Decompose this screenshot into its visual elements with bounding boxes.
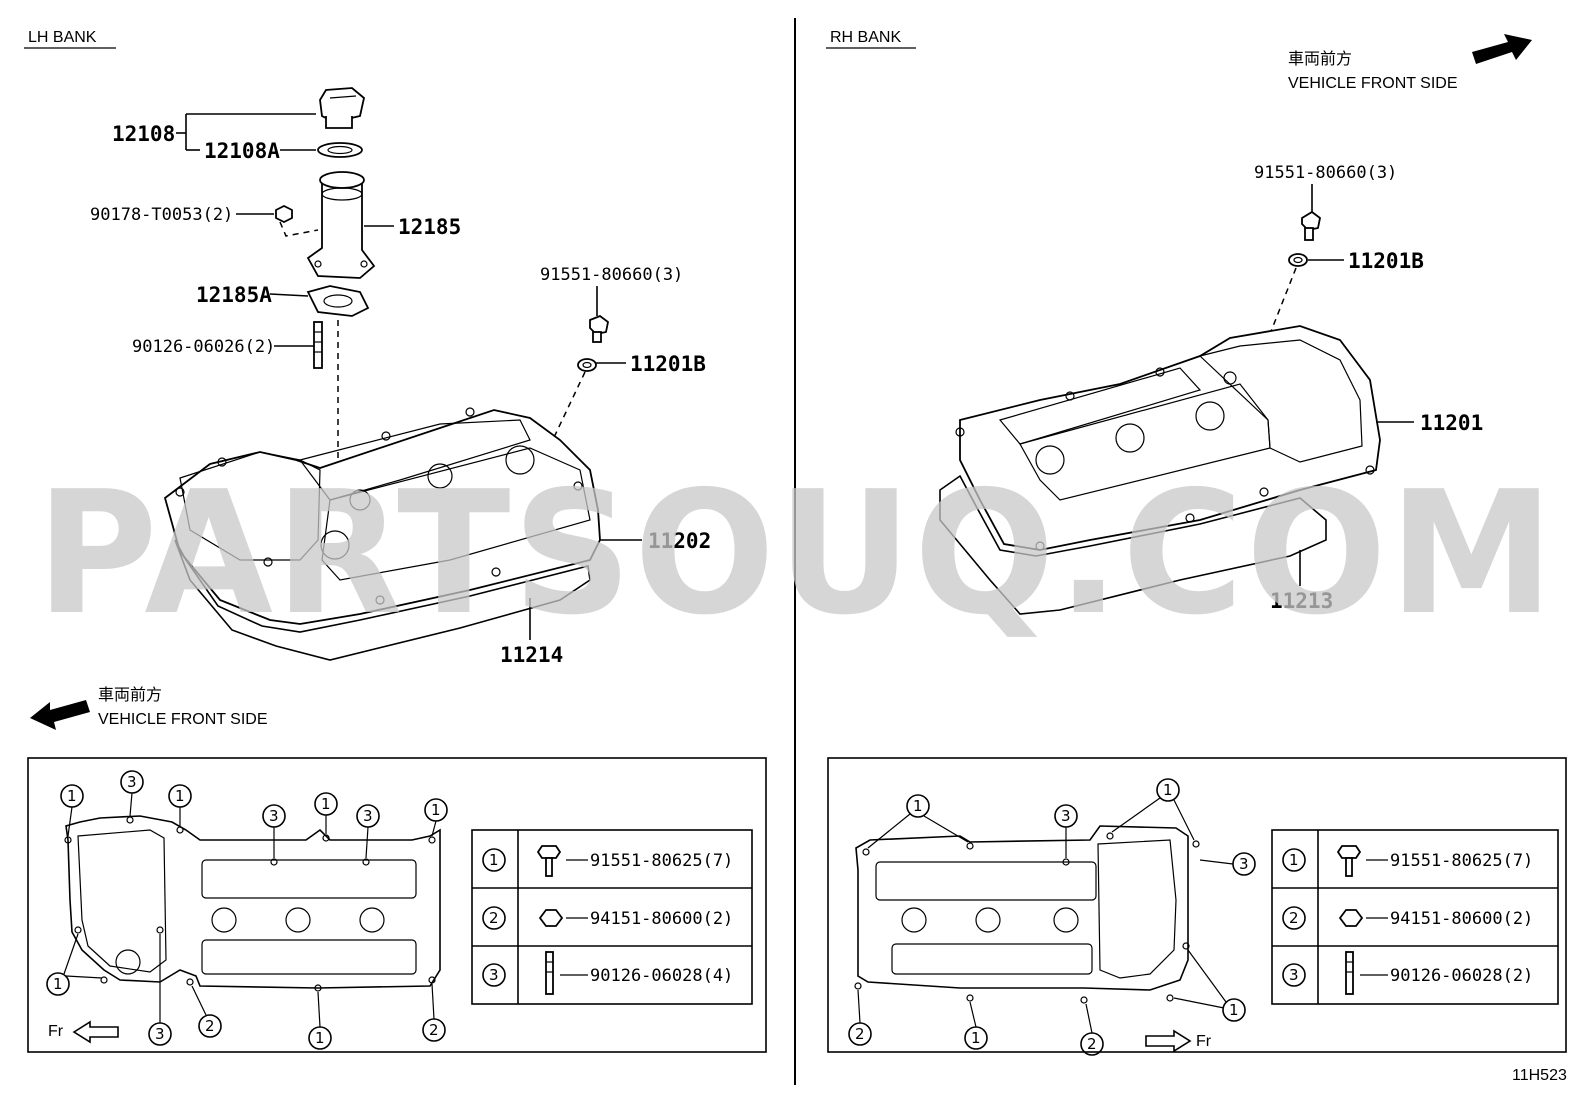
svg-text:1: 1 [971,1029,981,1047]
rh-callout-11201b: 11201B [1348,249,1424,273]
bolt-icon[interactable] [589,314,609,343]
rh-legend-part-2: 94151-80600(2) [1390,909,1533,929]
rh-legend-part-1: 91551-80625(7) [1390,851,1533,871]
rh-bank-title: RH BANK [830,29,901,46]
svg-text:1: 1 [1229,1001,1239,1019]
lh-bolt-layout-box [27,757,767,1053]
svg-text:3: 3 [1239,855,1249,873]
rh-gasket-plan-view [854,825,1200,1004]
svg-text:2: 2 [1087,1035,1097,1053]
rh-cylinder-head-cover[interactable] [955,325,1381,551]
svg-text:1: 1 [67,787,77,805]
lh-legend-num-1: 1 [489,851,499,869]
lh-legend-num-2: 2 [489,909,499,927]
svg-text:1: 1 [321,795,331,813]
lh-circled-numbers: 1 3 1 3 1 3 1 1 3 2 1 2 [46,770,448,1050]
oil-filler-cap-icon[interactable] [319,87,365,129]
lh-legend-table: 1 2 3 91551-80625(7) 94151-80600(2) 9012… [471,829,753,1005]
stud-bolt-icon [1345,951,1354,995]
svg-text:1: 1 [53,975,63,993]
flange-bolt-icon [536,845,562,877]
rh-front-label-en: VEHICLE FRONT SIDE [1288,75,1458,92]
svg-text:1: 1 [175,787,185,805]
lh-legend-part-2: 94151-80600(2) [590,909,733,929]
lh-bank-section: LH BANK [24,29,767,1053]
callout-90178: 90178-T0053(2) [90,205,233,225]
callout-90126-06026: 90126-06026(2) [132,337,275,357]
nut-icon[interactable] [275,204,293,224]
callout-11214: 11214 [500,643,563,667]
callout-11201b: 11201B [630,352,706,376]
rh-legend-part-3: 90126-06028(2) [1390,966,1533,986]
callout-12185a: 12185A [196,283,272,307]
oil-filler-pipe-icon[interactable] [306,171,376,279]
washer-icon[interactable] [1288,253,1308,267]
svg-text:1: 1 [431,801,441,819]
rh-legend-table: 1 2 3 91551-80625(7) 94151-80600(2) 9012… [1271,829,1559,1005]
lh-legend-part-3: 90126-06028(4) [590,966,733,986]
rh-head-cover-gasket[interactable] [939,474,1327,615]
lh-front-label-en: VEHICLE FRONT SIDE [98,711,268,728]
lh-head-cover-gasket[interactable] [174,539,591,661]
rh-bolt-layout-box [827,757,1567,1053]
svg-text:2: 2 [429,1021,439,1039]
svg-text:1: 1 [913,797,923,815]
cap-gasket-icon[interactable] [317,142,363,158]
lh-bank-title: LH BANK [28,29,97,46]
rh-legend-num-3: 3 [1289,966,1299,984]
stud-bolt-icon [545,951,554,995]
rh-callout-91551-80660: 91551-80660(3) [1254,163,1397,183]
flange-bolt-icon [1336,845,1362,877]
callout-12185: 12185 [398,215,461,239]
rh-callout-11201: 11201 [1420,411,1483,435]
callout-91551-80660: 91551-80660(3) [540,265,683,285]
svg-text:1: 1 [1163,781,1173,799]
svg-text:3: 3 [155,1025,165,1043]
svg-text:3: 3 [363,807,373,825]
lh-cylinder-head-cover[interactable] [163,407,601,625]
callout-12108: 12108 [112,122,175,146]
rh-fr-label: Fr [1196,1033,1212,1050]
svg-text:3: 3 [127,773,137,791]
front-direction-arrow-icon [30,700,90,730]
rh-circled-numbers: 1 3 1 3 1 2 1 2 [848,778,1256,1056]
svg-text:2: 2 [205,1017,215,1035]
rh-fr-arrow-icon [1145,1029,1192,1053]
svg-text:1: 1 [315,1029,325,1047]
lh-legend-part-1: 91551-80625(7) [590,851,733,871]
rh-callout-11213: 11213 [1270,589,1333,613]
rh-legend-num-2: 2 [1289,909,1299,927]
nut-icon [538,909,564,927]
svg-text:2: 2 [855,1025,865,1043]
nut-icon [1338,909,1364,927]
svg-text:3: 3 [1061,807,1071,825]
watermark: PARTSOUQ.COM [36,455,1556,653]
callout-11202: 11202 [648,529,711,553]
pipe-gasket-icon[interactable] [306,285,370,317]
lh-fr-arrow-icon [72,1020,119,1044]
lh-fr-label: Fr [48,1023,64,1040]
front-direction-arrow-icon [1472,34,1532,64]
lh-legend-num-3: 3 [489,966,499,984]
lh-front-label-jp: 車両前方 [98,686,162,704]
washer-icon[interactable] [577,358,597,372]
rh-front-label-jp: 車両前方 [1288,50,1352,68]
rh-bank-section: RH BANK 車両前方 VEHICLE FRONT SIDE 91551-80… [826,29,1567,1056]
stud-icon[interactable] [313,321,323,369]
lh-gasket-plan-view [64,815,441,992]
lh-callout-leaders [176,113,642,640]
rh-legend-num-1: 1 [1289,851,1299,869]
svg-text:3: 3 [269,807,279,825]
bolt-icon[interactable] [1301,210,1321,241]
catalog-code: 11H523 [1512,1067,1567,1084]
callout-12108a: 12108A [204,139,280,163]
